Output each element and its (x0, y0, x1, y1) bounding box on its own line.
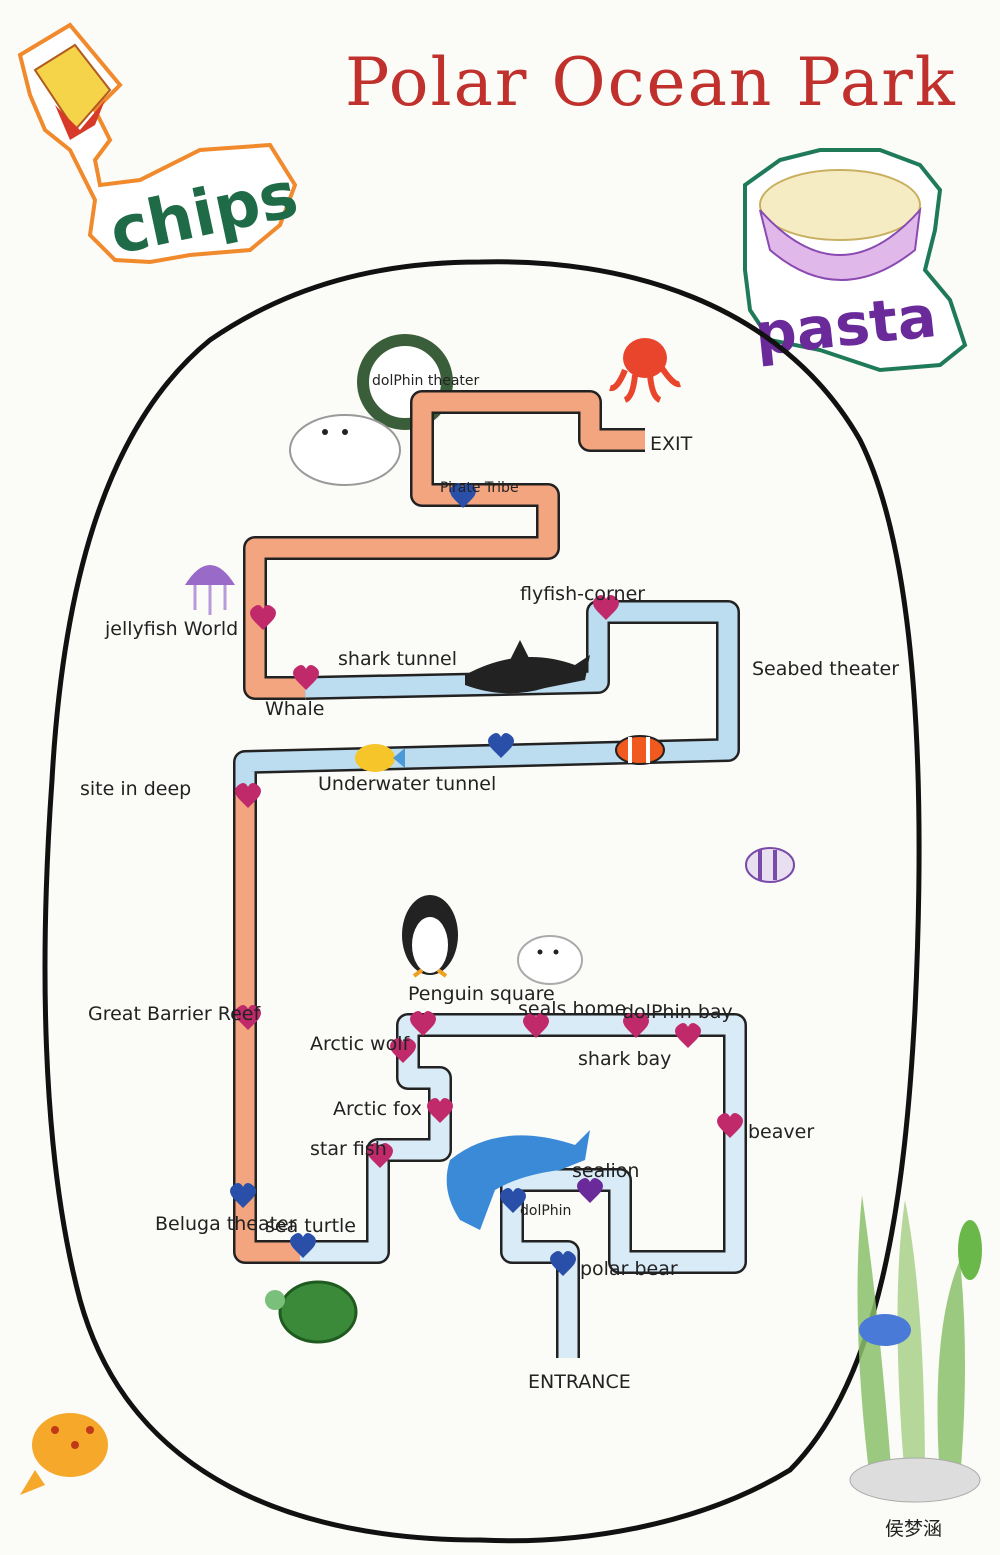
label-dolphin-theater: dolPhin theater (372, 373, 480, 389)
heart-icon (290, 1233, 316, 1258)
seaweed-icon (849, 1195, 982, 1503)
label-polar-bear: polar bear (580, 1258, 678, 1280)
label-seabed-theater: Seabed theater (752, 658, 899, 680)
chips-logo: chips (17, 22, 304, 270)
artist-signature: 侯梦涵 (885, 1518, 942, 1540)
label-shark-tunnel: shark tunnel (338, 648, 457, 670)
heart-icon (523, 1013, 549, 1038)
heart-icon (230, 1183, 256, 1208)
seahorse-icon (958, 1220, 982, 1280)
label-flyfish-corner: flyfish-corner (520, 583, 645, 605)
heart-icon (410, 1011, 436, 1036)
label-beaver: beaver (748, 1121, 814, 1143)
bowl-icon (759, 169, 921, 241)
pasta-logo: pasta (743, 148, 968, 373)
heart-icon (250, 605, 276, 630)
label-dolphin-bay: dolPhin bay (622, 1001, 733, 1023)
label-whale: Whale (265, 698, 324, 720)
label-entrance: ENTRANCE (528, 1371, 631, 1393)
heart-icon (593, 595, 619, 620)
label-shark-bay: shark bay (578, 1048, 671, 1070)
heart-icon (675, 1023, 701, 1048)
park-boundary (42, 259, 922, 1544)
heart-icon (235, 783, 261, 808)
heart-icon (390, 1038, 416, 1063)
heart-icon (293, 665, 319, 690)
label-arctic-fox: Arctic fox (333, 1098, 422, 1120)
label-sea-turtle: sea turtle (265, 1215, 356, 1237)
angelfish-icon (859, 1314, 911, 1346)
penguin-icon (402, 895, 458, 978)
fries-icon (33, 43, 112, 132)
heart-icon (450, 483, 476, 508)
jellyfish-icon (185, 565, 235, 615)
seal-icon (289, 414, 401, 486)
heart-icon (235, 1005, 261, 1030)
label-penguin-square: Penguin square (408, 983, 555, 1005)
heart-icon (717, 1113, 743, 1138)
label-beluga-theater: Beluga theater (155, 1213, 297, 1235)
striped-fish-icon (745, 847, 795, 883)
dolphin-icon (446, 1130, 590, 1230)
label-pirate-tribe: Pirate Tribe (440, 480, 519, 496)
label-seals-home: seals home (518, 998, 626, 1020)
heart-icon (500, 1188, 526, 1213)
stop-markers (230, 483, 743, 1276)
label-jellyfish-world: jellyfish World (104, 618, 238, 640)
label-star-fish: star fish (310, 1138, 387, 1160)
turtle-icon (265, 1280, 358, 1344)
label-site-in-deep: site in deep (80, 778, 191, 800)
octopus-icon (609, 338, 681, 403)
label-underwater-tunnel: Underwater tunnel (318, 773, 496, 795)
seal-pup-icon (517, 935, 583, 985)
page-title: Polar Ocean Park (345, 44, 957, 121)
heart-icon (550, 1251, 576, 1276)
label-arctic-wolf: Arctic wolf (310, 1033, 410, 1055)
pufferfish-icon (20, 1413, 108, 1495)
shark-icon (465, 640, 590, 694)
label-sea-lion: sealion (572, 1160, 639, 1182)
heart-icon (577, 1178, 603, 1203)
label-great-barrier-reef: Great Barrier Reef (88, 1003, 261, 1025)
yellow-fish-icon (355, 744, 405, 772)
label-exit: EXIT (650, 433, 693, 455)
heart-icon (623, 1013, 649, 1038)
heart-icon (488, 733, 514, 758)
heart-icon (367, 1143, 393, 1168)
clownfish-icon (615, 735, 665, 765)
heart-icon (427, 1098, 453, 1123)
label-dolphin: dolPhin (520, 1203, 571, 1219)
